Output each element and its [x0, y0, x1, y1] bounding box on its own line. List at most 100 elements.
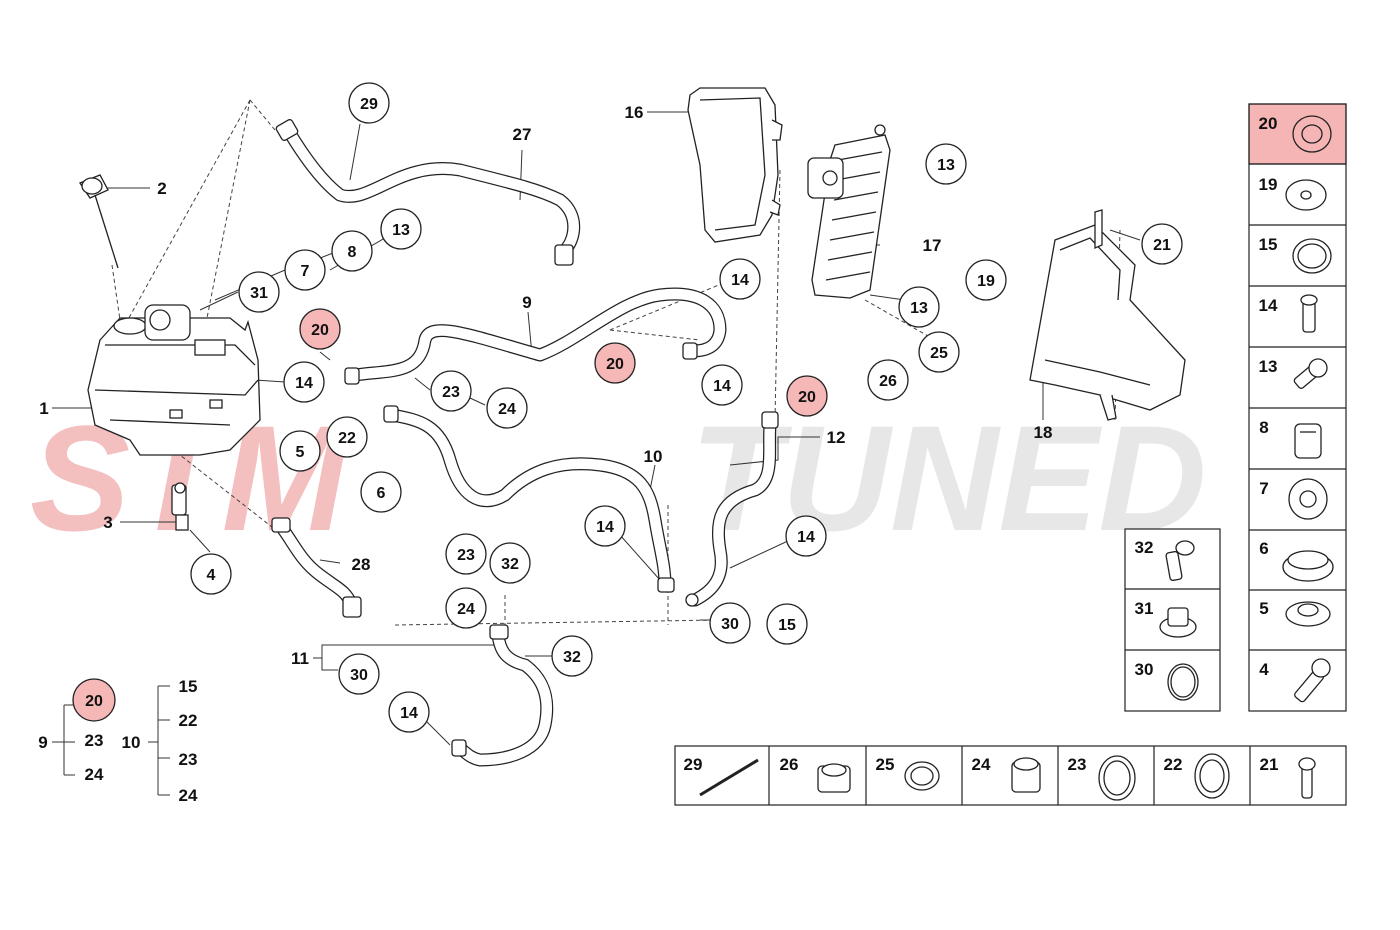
legend-9-item-3: 24	[85, 765, 104, 784]
callout-5: 5	[279, 430, 321, 472]
label-28: 28	[352, 555, 371, 574]
legend-9-item-1: 20	[85, 693, 103, 710]
bottom-cell-4-num: 24	[972, 755, 991, 774]
callout-13: 13	[925, 143, 967, 185]
svg-text:6: 6	[377, 485, 386, 502]
cover-16	[687, 87, 783, 243]
dipstick	[79, 174, 119, 269]
label-10: 10	[644, 447, 663, 466]
callout-14: 14	[701, 364, 743, 406]
side-row-10-num: 4	[1259, 660, 1269, 679]
label-27: 27	[513, 125, 532, 144]
svg-text:7: 7	[301, 263, 310, 280]
duct-18	[1029, 209, 1186, 421]
mid-row-1-num: 32	[1135, 538, 1154, 557]
hose-28	[271, 517, 362, 618]
label-1: 1	[39, 399, 48, 418]
hose-27	[275, 119, 581, 266]
svg-text:14: 14	[596, 519, 614, 536]
callout-14: 14	[785, 515, 827, 557]
mid-row-3-num: 30	[1135, 660, 1154, 679]
screw-icon	[1300, 294, 1318, 333]
plain-labels: 27 2 1 3 28 9 16 17 12 10 11 18	[39, 103, 1052, 668]
grommet-icon	[1294, 423, 1322, 459]
callout-31: 31	[238, 271, 280, 313]
hose-12	[685, 411, 779, 607]
callout-30: 30	[338, 653, 380, 695]
clamp-ring-icon	[1282, 550, 1334, 582]
bottom-cell-3-num: 25	[876, 755, 895, 774]
side-row-2-num: 19	[1259, 175, 1278, 194]
callout-24: 24	[445, 587, 487, 629]
bottom-cell-7-num: 21	[1260, 755, 1279, 774]
callout-23: 23	[445, 533, 487, 575]
label-9: 9	[522, 293, 531, 312]
cap-screw-icon	[1294, 658, 1331, 703]
side-row-5-num: 13	[1259, 357, 1278, 376]
svg-text:14: 14	[797, 529, 815, 546]
legend-10-item-1: 15	[179, 677, 198, 696]
svg-text:14: 14	[731, 272, 749, 289]
svg-text:22: 22	[338, 430, 356, 447]
callout-26: 26	[867, 359, 909, 401]
label-18: 18	[1034, 423, 1053, 442]
callout-24: 24	[486, 387, 528, 429]
label-16: 16	[625, 103, 644, 122]
hose-10	[383, 405, 675, 593]
bottom-parts-table: 29 26 25 24 23 22 21	[674, 745, 1347, 806]
callout-25: 25	[918, 331, 960, 373]
callout-4: 4	[190, 553, 232, 595]
flat-washer-icon	[1285, 179, 1327, 211]
svg-text:5: 5	[296, 444, 305, 461]
legend-group-9: 20 9 23 24	[38, 678, 116, 784]
seal-washer-icon	[1194, 753, 1230, 799]
callout-14: 14	[388, 691, 430, 733]
o-ring-icon	[1292, 238, 1332, 274]
svg-text:26: 26	[879, 373, 897, 390]
spring-clip-icon	[1285, 601, 1331, 627]
ring-icon	[1098, 755, 1136, 801]
bottom-cell-1-num: 29	[684, 755, 703, 774]
callout-14: 14	[719, 258, 761, 300]
bottom-cell-2-num: 26	[780, 755, 799, 774]
callout-21: 21	[1141, 223, 1183, 265]
svg-text:25: 25	[930, 345, 948, 362]
bottom-cell-6-num: 22	[1164, 755, 1183, 774]
svg-text:24: 24	[498, 401, 516, 418]
label-2: 2	[157, 179, 166, 198]
label-17: 17	[923, 236, 942, 255]
torx-screw-icon	[1298, 757, 1316, 799]
svg-text:20: 20	[606, 356, 624, 373]
bottom-cell-5-num: 23	[1068, 755, 1087, 774]
callout-22: 22	[326, 416, 368, 458]
svg-text:14: 14	[713, 378, 731, 395]
svg-text:13: 13	[392, 222, 410, 239]
callout-32: 32	[551, 635, 593, 677]
svg-text:31: 31	[250, 285, 268, 302]
svg-text:4: 4	[207, 567, 216, 584]
socket-screw-icon	[1165, 540, 1195, 582]
callouts: 29 13 8 7 31 20 14 23 24 22 5 6 4 20 13 …	[190, 82, 1183, 733]
seal-ring-icon	[1167, 663, 1199, 701]
spacer-icon	[1011, 757, 1041, 793]
radiator-17	[807, 124, 891, 299]
side-parts-table: 20 19 15 14 13 8 7 6 5 4	[1248, 103, 1347, 712]
svg-text:20: 20	[311, 322, 329, 339]
label-12: 12	[827, 428, 846, 447]
svg-text:21: 21	[1153, 237, 1171, 254]
callout-7: 7	[284, 249, 326, 291]
legend-10-item-3: 23	[179, 750, 198, 769]
side-row-4-num: 14	[1259, 296, 1278, 315]
washer-icon	[1292, 115, 1332, 153]
legend-group-10: 10 15 22 23 24	[122, 677, 198, 805]
svg-text:13: 13	[910, 300, 928, 317]
svg-text:30: 30	[721, 616, 739, 633]
svg-text:32: 32	[563, 649, 581, 666]
callout-20: 20	[299, 308, 341, 350]
svg-text:13: 13	[937, 157, 955, 174]
side-row-6-num: 8	[1259, 418, 1268, 437]
mid-row-2-num: 31	[1135, 599, 1154, 618]
label-11: 11	[291, 649, 309, 668]
legend-9-label: 9	[38, 733, 47, 752]
